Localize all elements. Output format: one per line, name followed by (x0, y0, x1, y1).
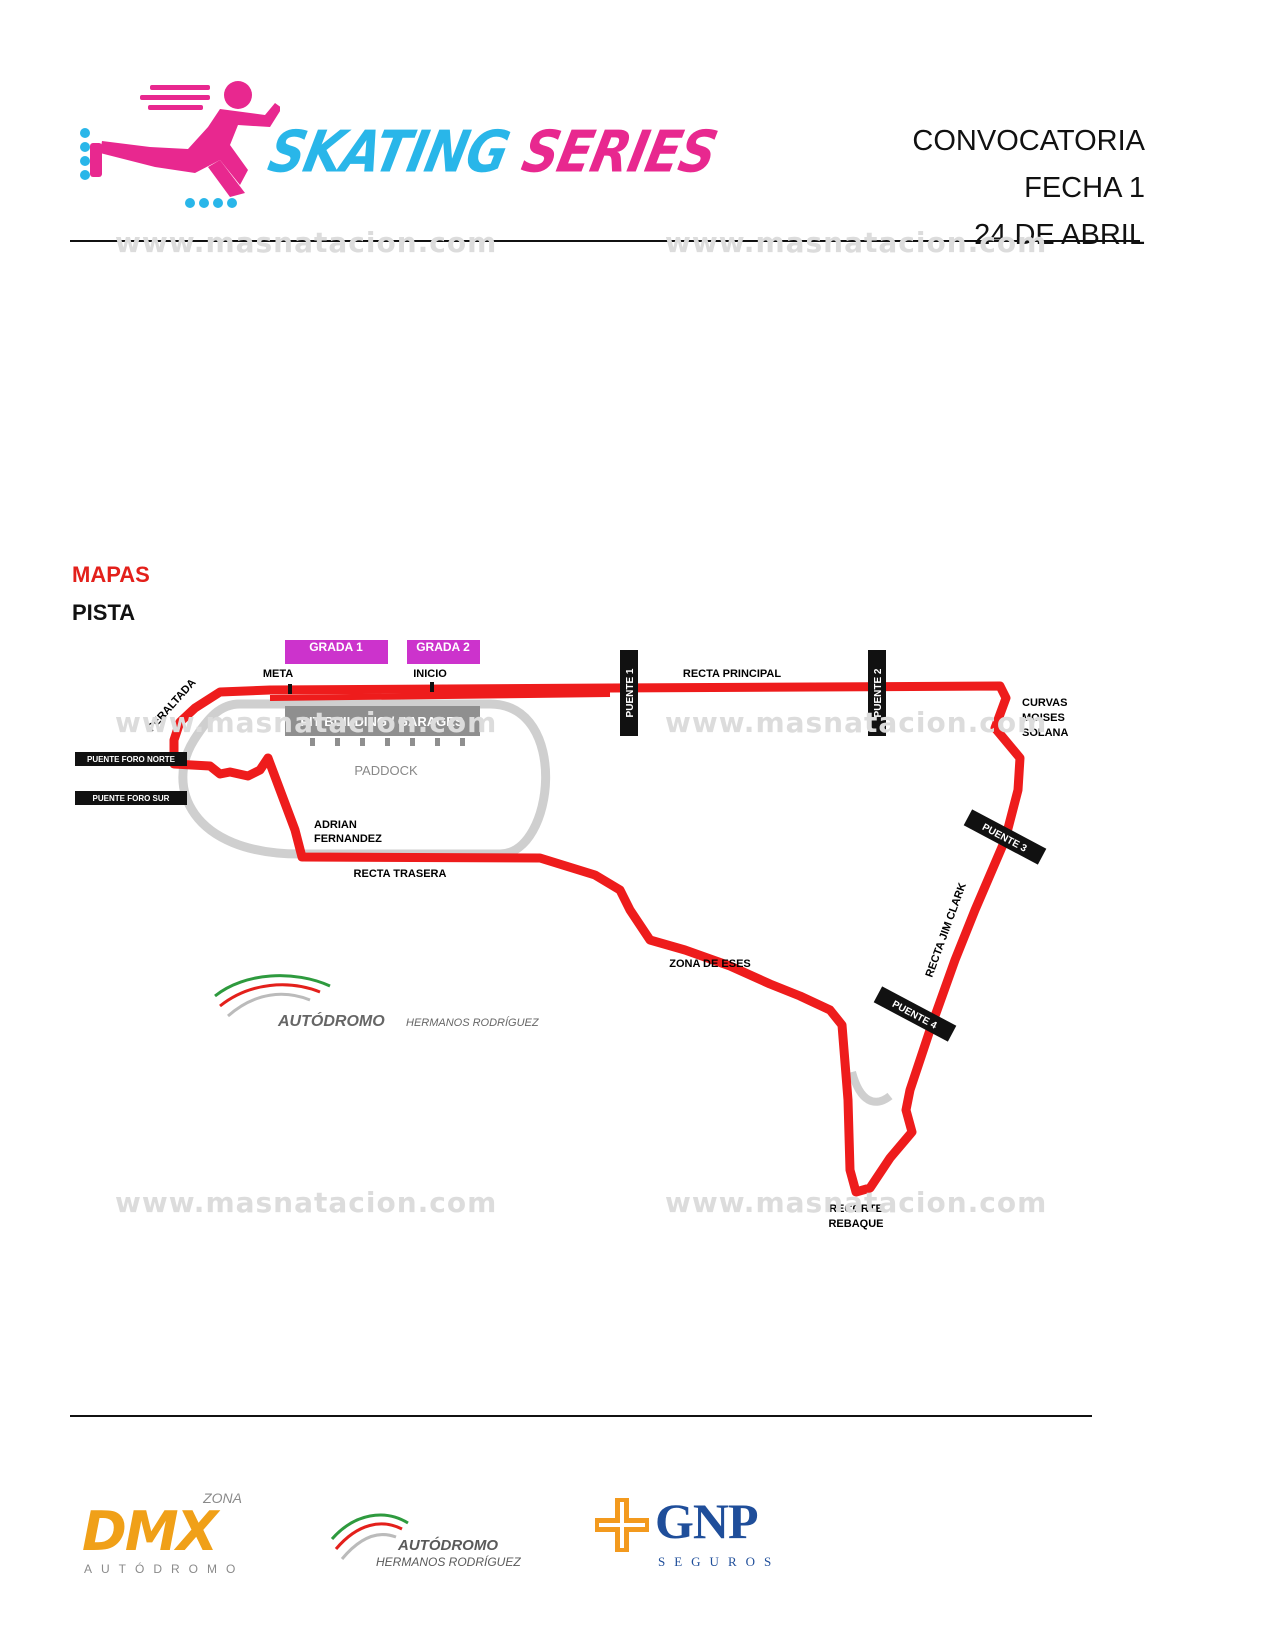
track-map-svg: GRADA 1 GRADA 2 PIT BUILDING / GARAGES P… (75, 640, 1069, 1230)
watermark-6: www.masnatacion.com (665, 1186, 1048, 1219)
meta-label: META (263, 668, 293, 680)
gnp-sub: SEGUROS (658, 1554, 781, 1569)
logo-wordmark: SKATING SERIES (263, 119, 722, 186)
logo-word-skating: SKATING (262, 118, 515, 186)
puente-foro-sur-label: PUENTE FORO SUR (93, 794, 170, 803)
dmx-zona: ZONA (203, 1490, 242, 1506)
watermark-5: www.masnatacion.com (115, 1186, 498, 1219)
puente-1-label: PUENTE 1 (625, 668, 636, 717)
watermark-1: www.masnatacion.com (115, 226, 498, 259)
watermark-2: www.masnatacion.com (665, 226, 1048, 259)
puente-2: PUENTE 2 (868, 650, 886, 736)
pit-lane (269, 691, 611, 701)
section-subtitle: PISTA (72, 600, 136, 625)
recta-principal-label: RECTA PRINCIPAL (683, 668, 781, 680)
inicio-marker (430, 682, 434, 692)
old-oval-circuit (178, 699, 551, 859)
autodromo-footer-line1: AUTÓDROMO (398, 1537, 498, 1554)
grada-1 (285, 640, 388, 664)
curvas-label-3: SOLANA (1022, 727, 1069, 739)
section-title: MAPAS (72, 562, 150, 587)
autodromo-footer-line2: HERMANOS RODRÍGUEZ (376, 1555, 521, 1569)
autodromo-swoosh-icon (330, 1513, 409, 1560)
adrian-label-2: FERNANDEZ (314, 833, 382, 845)
footer-divider (70, 1415, 1092, 1417)
puente-1: PUENTE 1 (620, 650, 638, 736)
header-divider (70, 240, 1140, 242)
autodromo-brand: AUTÓDROMO (277, 1011, 385, 1030)
autodromo-name: HERMANOS RODRÍGUEZ (406, 1016, 540, 1029)
watermark-3: www.masnatacion.com (115, 706, 498, 739)
paddock-label: PADDOCK (354, 763, 418, 778)
race-track (169, 681, 1025, 1197)
skating-series-logo: SKATING SERIES (70, 75, 722, 215)
curvas-label-1: CURVAS (1022, 697, 1067, 709)
recta-trasera-label: RECTA TRASERA (354, 868, 447, 880)
puente-2-label: PUENTE 2 (873, 668, 884, 717)
gnp-logo: GNP SEGUROS (595, 1492, 795, 1582)
adrian-label-1: ADRIAN (314, 819, 357, 831)
grada-2 (407, 640, 480, 664)
garage-markers (310, 738, 465, 746)
grada-2-label: GRADA 2 (416, 640, 470, 654)
old-hairpin (848, 1070, 893, 1106)
recorte-label-2: REBAQUE (828, 1218, 883, 1230)
header-title: CONVOCATORIA FECHA 1 24 DE ABRIL (912, 118, 1145, 259)
skater-icon (80, 81, 282, 208)
gnp-cross-icon (595, 1498, 649, 1552)
autodromo-footer-logo: AUTÓDROMO HERMANOS RODRÍGUEZ (330, 1505, 530, 1585)
inicio-label: INICIO (413, 668, 447, 680)
dmx-wordmark: DMX (82, 1500, 218, 1563)
title-line-1: CONVOCATORIA (912, 125, 1145, 157)
dmx-logo: ZONA DMX AUTÓDROMO (82, 1490, 262, 1580)
grada-1-label: GRADA 1 (309, 640, 363, 654)
dmx-sub: AUTÓDROMO (84, 1562, 245, 1576)
pit-building (285, 706, 480, 736)
zona-eses-label: ZONA DE ESES (669, 958, 751, 970)
pit-building-label: PIT BUILDING / GARAGES (300, 714, 464, 729)
puente-foro-sur: PUENTE FORO SUR (75, 791, 187, 805)
gnp-name: GNP (655, 1493, 759, 1549)
recorte-label-1: RECORTE (829, 1203, 883, 1215)
puente-foro-norte: PUENTE FORO NORTE (75, 752, 187, 766)
title-line-2: FECHA 1 (1024, 172, 1145, 204)
curvas-label-2: MOISES (1022, 712, 1065, 724)
watermark-4: www.masnatacion.com (665, 706, 1048, 739)
dmx-main: DMX (82, 1500, 218, 1563)
track-map: GRADA 1 GRADA 2 PIT BUILDING / GARAGES P… (70, 640, 1170, 1300)
autodromo-map-logo: AUTÓDROMO HERMANOS RODRÍGUEZ (214, 974, 540, 1030)
title-line-3: 24 DE ABRIL (974, 219, 1145, 251)
puente-3: PUENTE 3 (963, 809, 1047, 865)
puente-foro-norte-label: PUENTE FORO NORTE (87, 755, 176, 764)
meta-marker (288, 684, 292, 694)
logo-word-series: SERIES (516, 118, 723, 186)
